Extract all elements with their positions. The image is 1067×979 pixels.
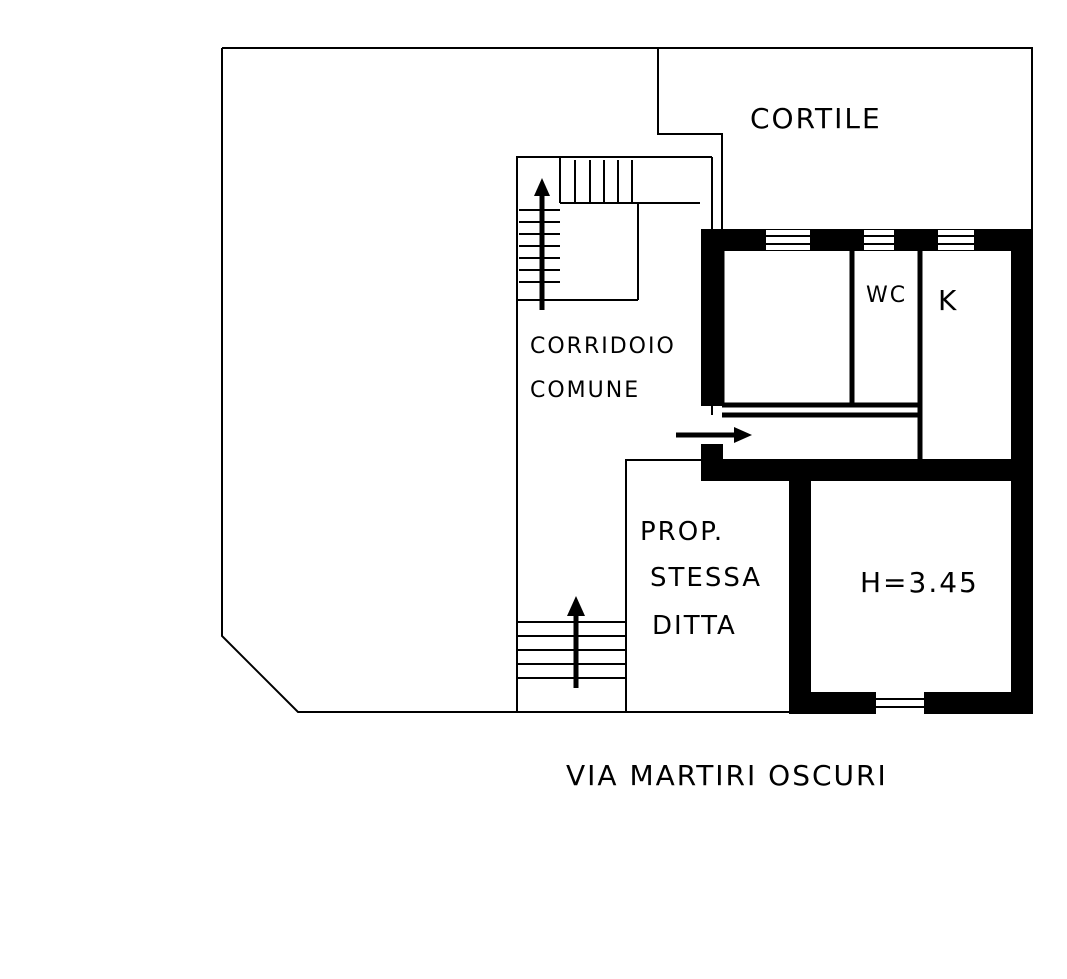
interior-partitions <box>719 251 923 470</box>
apartment-walls <box>701 229 1033 714</box>
street-name-label: VIA MARTIRI OSCURI <box>566 759 888 792</box>
adjacent-property-label: STESSA <box>650 563 762 593</box>
courtyard-boundary <box>657 48 723 232</box>
entrance-arrow-icon <box>676 427 752 443</box>
windows <box>766 230 974 714</box>
adjacent-property-label: DITTA <box>652 611 737 641</box>
kitchen-label: K <box>938 284 958 317</box>
up-arrow-icon <box>534 178 550 310</box>
ceiling-height-label: H=3.45 <box>860 566 979 599</box>
corridor-label: COMUNE <box>530 378 640 403</box>
up-arrow-icon <box>567 596 585 688</box>
adjacent-property-label: PROP. <box>640 517 724 547</box>
adjacent-property-outline <box>625 459 712 712</box>
staircase-lower <box>517 621 626 679</box>
corridor-label: CORRIDOIO <box>530 334 676 359</box>
courtyard-label: CORTILE <box>750 102 882 135</box>
staircase-upper <box>516 156 713 301</box>
lot-outline <box>221 47 1033 713</box>
wc-label: WC <box>866 283 907 308</box>
